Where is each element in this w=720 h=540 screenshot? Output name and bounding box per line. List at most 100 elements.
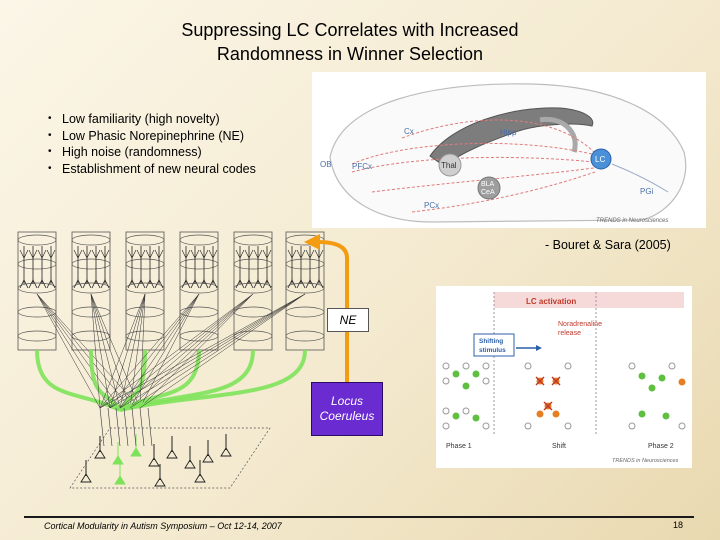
- column-ring: [285, 306, 325, 318]
- neuron-soma: [296, 279, 306, 289]
- neuron-grid-phase2: [628, 362, 686, 430]
- bullet-item: Low familiarity (high novelty): [48, 111, 308, 128]
- neuron-soma: [199, 279, 209, 289]
- footer-divider: [24, 516, 694, 518]
- neuron-branch: [86, 249, 92, 259]
- column-ring: [125, 306, 165, 318]
- fiber-line: [90, 293, 101, 409]
- neuron-soma: [127, 279, 137, 289]
- fiber-line: [90, 293, 131, 409]
- fiber-line: [139, 293, 306, 409]
- column-ring: [179, 234, 219, 246]
- descending-fiber: [147, 407, 153, 447]
- label-pcx: PCx: [424, 201, 439, 210]
- neuron-soma: [91, 279, 101, 289]
- neuron-branch: [239, 249, 245, 259]
- neuron-branch: [154, 249, 160, 259]
- column-ring: [179, 258, 219, 270]
- neuron-branch: [50, 249, 56, 259]
- slide-title: Suppressing LC Correlates with Increased…: [100, 18, 600, 66]
- title-line-1: Suppressing LC Correlates with Increased: [181, 20, 519, 40]
- lower-neuron-soma: [114, 475, 126, 485]
- bullet-list: Low familiarity (high novelty) Low Phasi…: [48, 111, 308, 177]
- column-ring: [125, 258, 165, 270]
- lower-neuron-soma: [154, 477, 166, 487]
- fiber-line: [129, 293, 146, 409]
- neuron-soma: [154, 279, 164, 289]
- footer-text: Cortical Modularity in Autism Symposium …: [44, 521, 282, 531]
- lower-neuron-soma: [166, 449, 178, 459]
- neuron-soma: [46, 279, 56, 289]
- neuron-soma: [73, 279, 83, 289]
- neuron-soma: [208, 279, 218, 289]
- page-number: 18: [673, 520, 684, 530]
- column-ring: [233, 282, 273, 294]
- stimulus-label: Shifting: [479, 338, 503, 345]
- lower-neuron-soma: [148, 457, 160, 467]
- neuron-branch: [145, 249, 151, 259]
- neuron-branch: [127, 249, 133, 259]
- neuron-soma: [287, 279, 297, 289]
- stimulus-label-2: stimulus: [479, 347, 506, 354]
- column-ring: [71, 306, 111, 318]
- ne-label-box: NE: [327, 308, 369, 332]
- neuron-branch: [100, 249, 106, 259]
- figure-credit: TRENDS in Neurosciences: [596, 218, 668, 224]
- shift-label: Shift: [552, 443, 566, 450]
- neuron-branch: [300, 249, 306, 259]
- minicolumn: [17, 231, 57, 351]
- column-ring: [17, 234, 57, 246]
- ne-projection-path: [317, 240, 349, 308]
- column-ring: [125, 330, 165, 342]
- column-ring: [125, 282, 165, 294]
- citation: - Bouret & Sara (2005): [545, 238, 671, 252]
- neuron-branch: [46, 249, 52, 259]
- neuron-branch: [203, 249, 209, 259]
- neuron-branch: [199, 249, 205, 259]
- neuron-branch: [77, 249, 83, 259]
- fiber-line: [109, 293, 306, 409]
- neuron-branch: [95, 249, 101, 259]
- fiber-line: [90, 293, 121, 409]
- lc-label-line-2: Coeruleus: [319, 409, 375, 423]
- fiber-line: [99, 293, 200, 409]
- label-cea: CeA: [481, 189, 495, 196]
- phase2-label: Phase 2: [648, 443, 674, 450]
- lower-neuron-soma: [94, 449, 106, 459]
- neuron-branch: [248, 249, 254, 259]
- column-ring: [17, 306, 57, 318]
- label-hipp: Hipp: [500, 128, 517, 137]
- neuron-branch: [314, 249, 320, 259]
- neuron-branch: [287, 249, 293, 259]
- fiber-line: [90, 293, 141, 409]
- neuron-grid-shift: [524, 362, 572, 430]
- cortical-network-diagram: [17, 231, 349, 489]
- bullet-item: Establishment of new neural codes: [48, 161, 308, 178]
- fiber-line: [119, 293, 306, 409]
- fiber-line: [109, 293, 200, 409]
- label-bla: BLA: [481, 181, 495, 188]
- lower-neuron-soma: [184, 459, 196, 469]
- neuron-soma: [100, 279, 110, 289]
- neuron-branch: [309, 249, 315, 259]
- neuron-branch: [291, 249, 297, 259]
- fiber-line: [36, 293, 121, 409]
- neuron-branch: [131, 249, 137, 259]
- fiber-line: [139, 293, 200, 409]
- column-ring: [285, 282, 325, 294]
- neuron-branch: [190, 249, 196, 259]
- neuron-branch: [37, 249, 43, 259]
- neuron-soma: [19, 279, 29, 289]
- neuron-branch: [19, 249, 25, 259]
- neuron-branch: [91, 249, 97, 259]
- neuron-branch: [296, 249, 302, 259]
- column-ring: [71, 330, 111, 342]
- column-ring: [233, 330, 273, 342]
- connections: [35, 293, 307, 412]
- neuron-branch: [181, 249, 187, 259]
- column-ring: [71, 282, 111, 294]
- fiber-line: [129, 293, 200, 409]
- neuron-branch: [149, 249, 155, 259]
- fiber-line: [99, 293, 306, 409]
- figure-credit: TRENDS in Neurosciences: [612, 458, 679, 464]
